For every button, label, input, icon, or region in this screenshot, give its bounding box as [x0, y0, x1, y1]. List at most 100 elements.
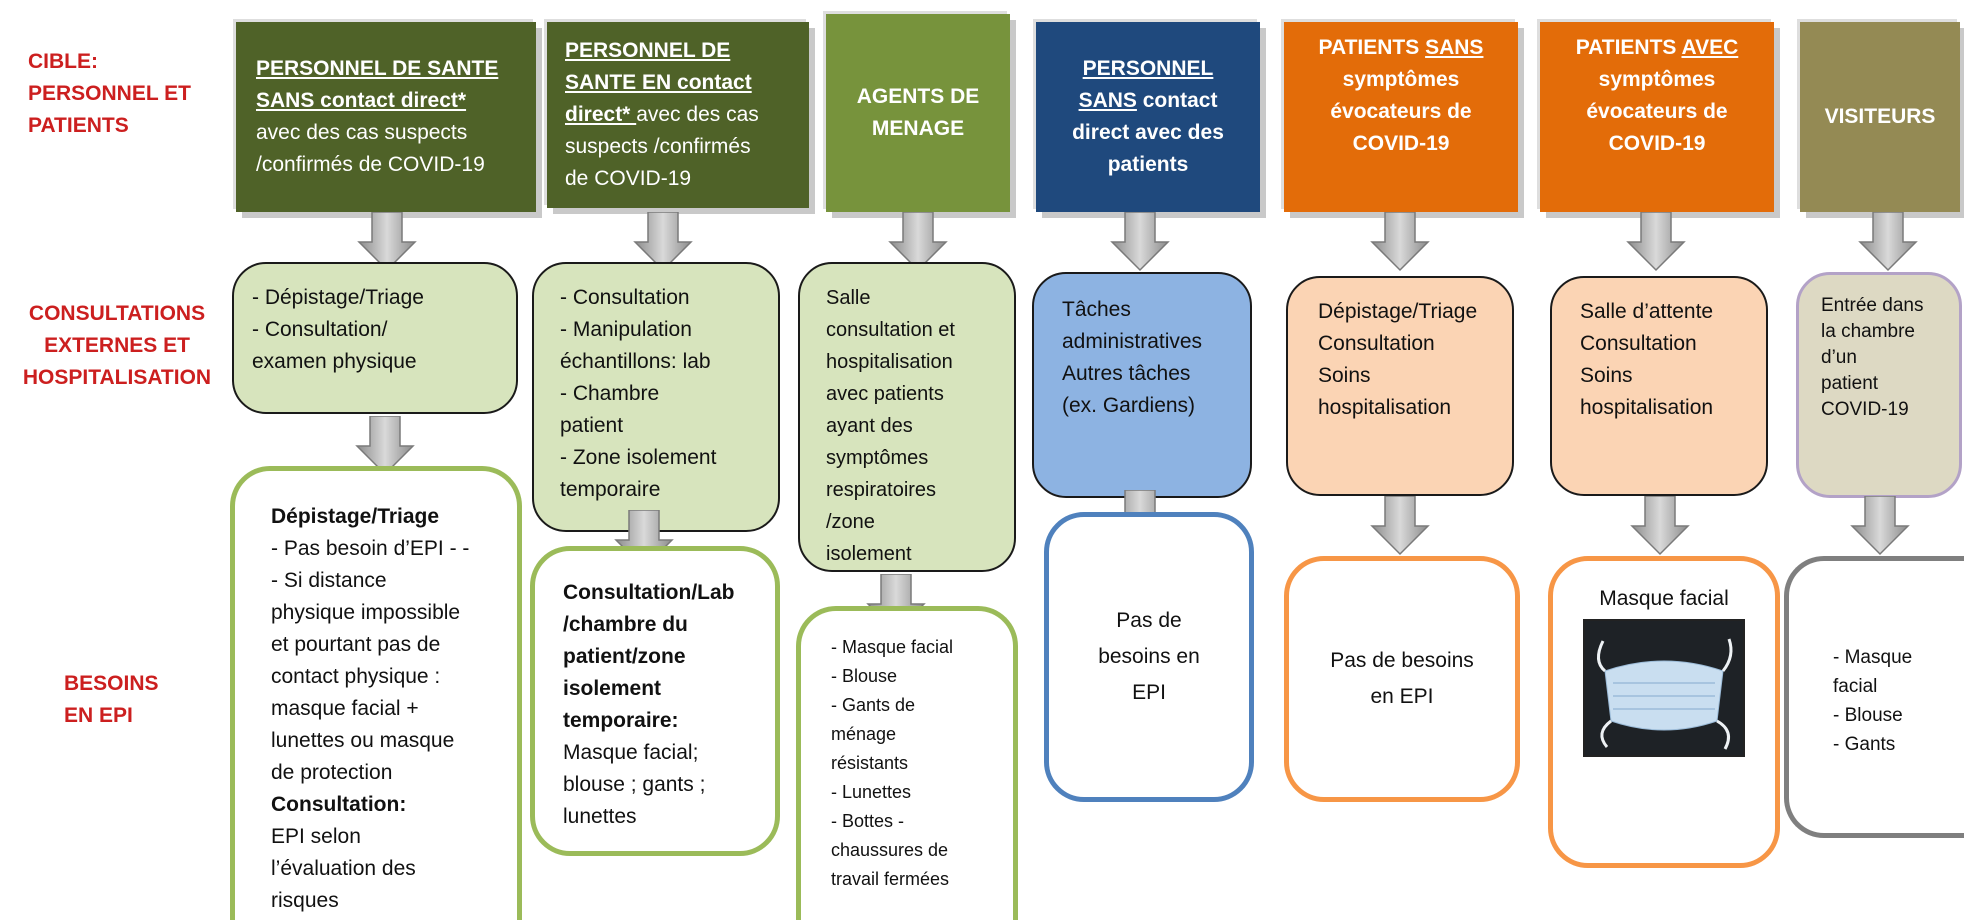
setting-line: - Chambre	[560, 382, 660, 405]
setting-line: Autres tâches	[1062, 362, 1191, 385]
needs-line: Pas de besoins	[1330, 649, 1474, 672]
needs-line: besoins en	[1098, 645, 1200, 668]
setting-line: Consultation	[1580, 332, 1697, 355]
setting-line: COVID-19	[1821, 399, 1909, 420]
setting-box-col7: Entrée dans la chambre d’un patient COVI…	[1796, 272, 1962, 498]
needs-title: isolement	[563, 677, 662, 700]
needs-line: - Masque	[1833, 647, 1913, 668]
header-text: patients	[1107, 153, 1189, 176]
needs-line: blouse ; gants ;	[563, 773, 706, 796]
needs-line: risques	[271, 889, 339, 912]
header-text: PATIENTS	[1318, 36, 1426, 59]
needs-box-col7: - Masque facial - Blouse - Gants	[1784, 556, 1964, 838]
header-text: direct*	[565, 103, 637, 126]
header-text: AGENTS DE	[856, 85, 980, 108]
setting-line: - Dépistage/Triage	[252, 286, 424, 309]
setting-line: - Manipulation	[560, 318, 692, 341]
down-arrow-icon	[1626, 212, 1686, 272]
header-text: SANS	[1078, 89, 1137, 112]
header-staff-no-patient-contact: PERSONNEL SANS contact direct avec des p…	[1036, 22, 1260, 212]
header-text: SANS contact direct*	[256, 89, 467, 112]
header-patients-without-symptoms: PATIENTS SANS symptômes évocateurs de CO…	[1284, 22, 1518, 212]
header-text: suspects /confirmés	[565, 135, 751, 158]
row-label-needs: BESOINS EN EPI	[64, 672, 159, 727]
header-patients-with-symptoms: PATIENTS AVEC symptômes évocateurs de CO…	[1540, 22, 1774, 212]
needs-box-col5: Pas de besoins en EPI	[1284, 556, 1520, 802]
needs-title: Dépistage/Triage	[271, 505, 440, 528]
header-text: avec des cas	[636, 103, 759, 126]
header-text: SANTE EN contact	[565, 71, 752, 94]
header-text: évocateurs de	[1330, 100, 1472, 123]
row-label-consultations: CONSULTATIONS EXTERNES ET HOSPITALISATIO…	[22, 302, 212, 389]
setting-box-col2: - Consultation - Manipulation échantillo…	[532, 262, 780, 532]
header-text: PERSONNEL DE	[565, 39, 731, 62]
header-text: /confirmés de COVID-19	[256, 153, 485, 176]
needs-line: - Blouse	[831, 666, 898, 686]
header-text: de COVID-19	[565, 167, 692, 190]
down-arrow-icon	[1858, 212, 1918, 272]
setting-line: respiratoires	[826, 479, 937, 501]
header-text: évocateurs de	[1586, 100, 1728, 123]
header-visitors: VISITEURS	[1800, 22, 1960, 212]
setting-line: examen physique	[252, 350, 417, 373]
needs-line: masque facial +	[271, 697, 419, 720]
setting-line: /zone	[826, 511, 875, 533]
setting-box-col3: Salle consultation et hospitalisation av…	[798, 262, 1016, 572]
needs-title: temporaire:	[563, 709, 679, 732]
needs-title: patient/zone	[563, 645, 686, 668]
setting-line: patient	[560, 414, 624, 437]
setting-line: Soins	[1318, 364, 1371, 387]
needs-line: - Blouse	[1833, 705, 1903, 726]
setting-line: - Consultation	[560, 286, 690, 309]
needs-title: Masque facial	[1599, 587, 1729, 610]
needs-line: et pourtant pas de	[271, 633, 441, 656]
header-text: symptômes	[1598, 68, 1716, 91]
down-arrow-icon	[357, 212, 417, 272]
needs-line: - Pas besoin d’EPI - -	[271, 537, 470, 560]
setting-line: Salle d’attente	[1580, 300, 1714, 323]
needs-title: /chambre du	[563, 613, 688, 636]
down-arrow-icon	[1370, 496, 1430, 556]
needs-line: - Masque facial	[831, 637, 954, 657]
needs-line: EPI selon	[271, 825, 361, 848]
setting-line: la chambre	[1821, 321, 1915, 342]
down-arrow-icon	[633, 212, 693, 272]
header-health-staff-contact: PERSONNEL DE SANTE EN contact direct* av…	[547, 22, 809, 208]
setting-box-col4: Tâches administratives Autres tâches (ex…	[1032, 272, 1252, 498]
header-text: PERSONNEL DE SANTE	[256, 57, 499, 80]
face-mask-image	[1583, 619, 1745, 757]
header-text: COVID-19	[1608, 132, 1706, 155]
needs-title: Consultation:	[271, 793, 407, 816]
needs-line: travail fermées	[831, 869, 950, 889]
needs-line: lunettes ou masque	[271, 729, 455, 752]
needs-line: EPI	[1132, 681, 1166, 704]
setting-box-col5: Dépistage/Triage Consultation Soins hosp…	[1286, 276, 1514, 496]
setting-line: échantillons: lab	[560, 350, 711, 373]
setting-line: Soins	[1580, 364, 1633, 387]
header-text: AVEC	[1681, 36, 1739, 59]
needs-line: - Gants de	[831, 695, 916, 715]
header-text: MENAGE	[871, 117, 965, 140]
header-cleaning-agents: AGENTS DE MENAGE	[826, 14, 1010, 212]
setting-line: symptômes	[826, 447, 929, 469]
setting-line: Consultation	[1318, 332, 1435, 355]
setting-line: hospitalisation	[1318, 396, 1452, 419]
needs-line: - Bottes -	[831, 811, 905, 831]
setting-line: patient	[1821, 373, 1879, 394]
setting-line: Entrée dans	[1821, 295, 1924, 316]
header-text: PATIENTS	[1575, 36, 1682, 59]
down-arrow-icon	[1110, 212, 1170, 272]
needs-line: ménage	[831, 724, 897, 744]
needs-box-col4: Pas de besoins en EPI	[1044, 512, 1254, 802]
needs-line: Masque facial;	[563, 741, 699, 764]
needs-box-col6: Masque facial	[1548, 556, 1780, 868]
header-text: COVID-19	[1352, 132, 1450, 155]
down-arrow-icon	[1630, 496, 1690, 556]
needs-line: contact physique :	[271, 665, 441, 688]
down-arrow-icon	[355, 416, 415, 476]
setting-box-col1: - Dépistage/Triage - Consultation/ exame…	[232, 262, 518, 414]
setting-line: avec patients	[826, 383, 944, 405]
setting-line: administratives	[1062, 330, 1203, 353]
row-label-target: CIBLE: PERSONNEL ET PATIENTS	[28, 50, 191, 137]
setting-line: (ex. Gardiens)	[1062, 394, 1196, 417]
